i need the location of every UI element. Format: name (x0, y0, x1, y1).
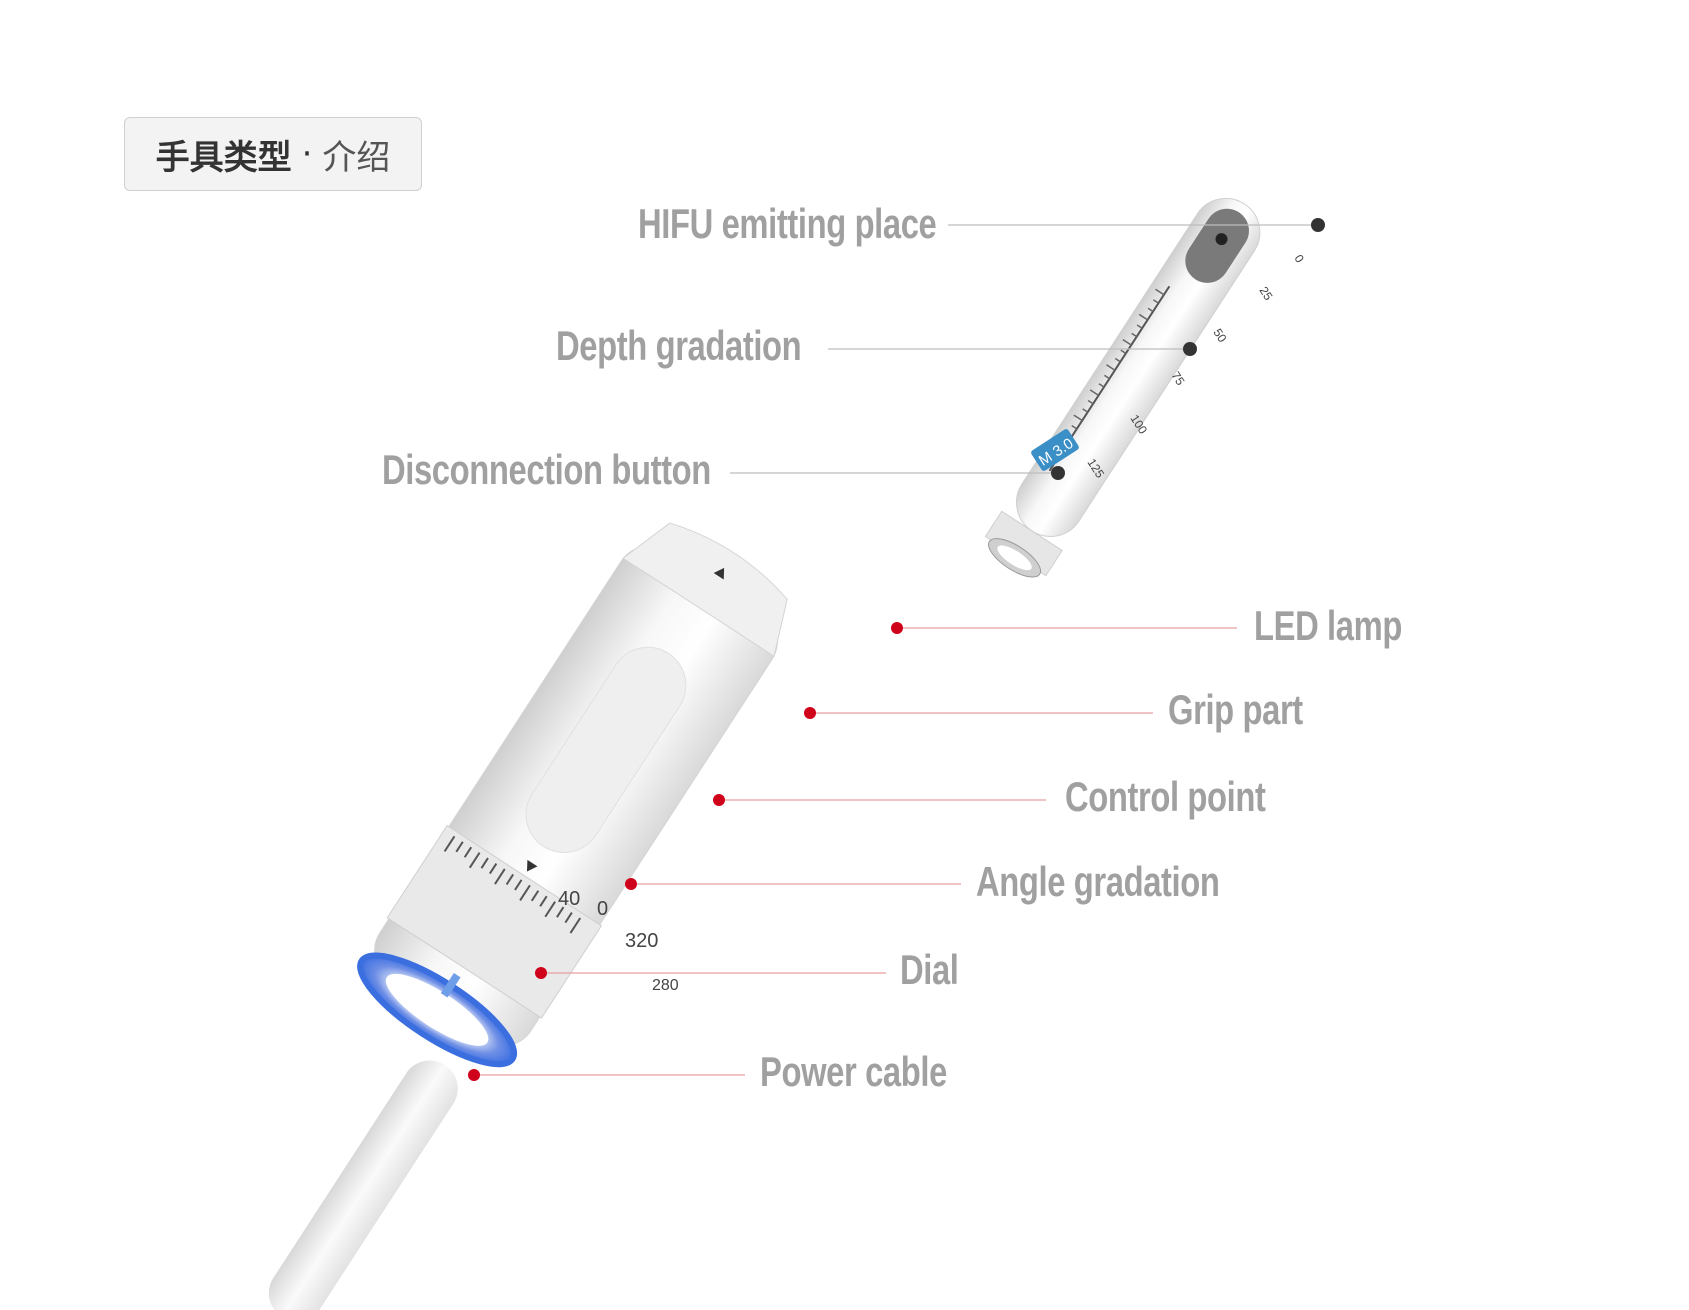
marker-power (468, 1069, 480, 1081)
label-dial: Dial (900, 946, 959, 993)
marker-grip (804, 707, 816, 719)
title-bold: 手具类型 (155, 137, 292, 178)
dial-mark-2: 320 (625, 930, 658, 952)
model-badge (1031, 429, 1079, 471)
marker-control (713, 794, 725, 806)
power-cable (268, 1060, 458, 1310)
title-separator: · (301, 134, 313, 174)
label-led-lamp: LED lamp (1254, 602, 1402, 649)
label-grip-part: Grip part (1168, 686, 1303, 733)
section-title: 手具类型 · 介绍 (124, 117, 422, 191)
scale-mark-25: 25 (1256, 284, 1275, 303)
marker-disconnect (1051, 466, 1065, 480)
cartridge (984, 197, 1261, 578)
label-depth-gradation: Depth gradation (556, 322, 802, 369)
marker-dial (535, 967, 547, 979)
label-hifu-emitting-place: HIFU emitting place (638, 200, 937, 247)
marker-depth (1183, 342, 1197, 356)
dial-mark-0: 40 (558, 888, 580, 910)
scale-mark-50: 50 (1210, 326, 1229, 345)
label-power-cable: Power cable (760, 1048, 947, 1095)
marker-hifu (1311, 218, 1325, 232)
label-angle-gradation: Angle gradation (976, 858, 1220, 905)
label-disconnection-button: Disconnection button (382, 446, 711, 493)
dial-mark-1: 0 (597, 898, 608, 920)
marker-angle (625, 878, 637, 890)
handle (357, 522, 788, 1068)
label-control-point: Control point (1065, 773, 1266, 820)
scale-mark-0: 0 (1291, 252, 1307, 265)
title-light: 介绍 (322, 137, 391, 178)
marker-led (891, 622, 903, 634)
dial-mark-3: 280 (652, 977, 679, 994)
